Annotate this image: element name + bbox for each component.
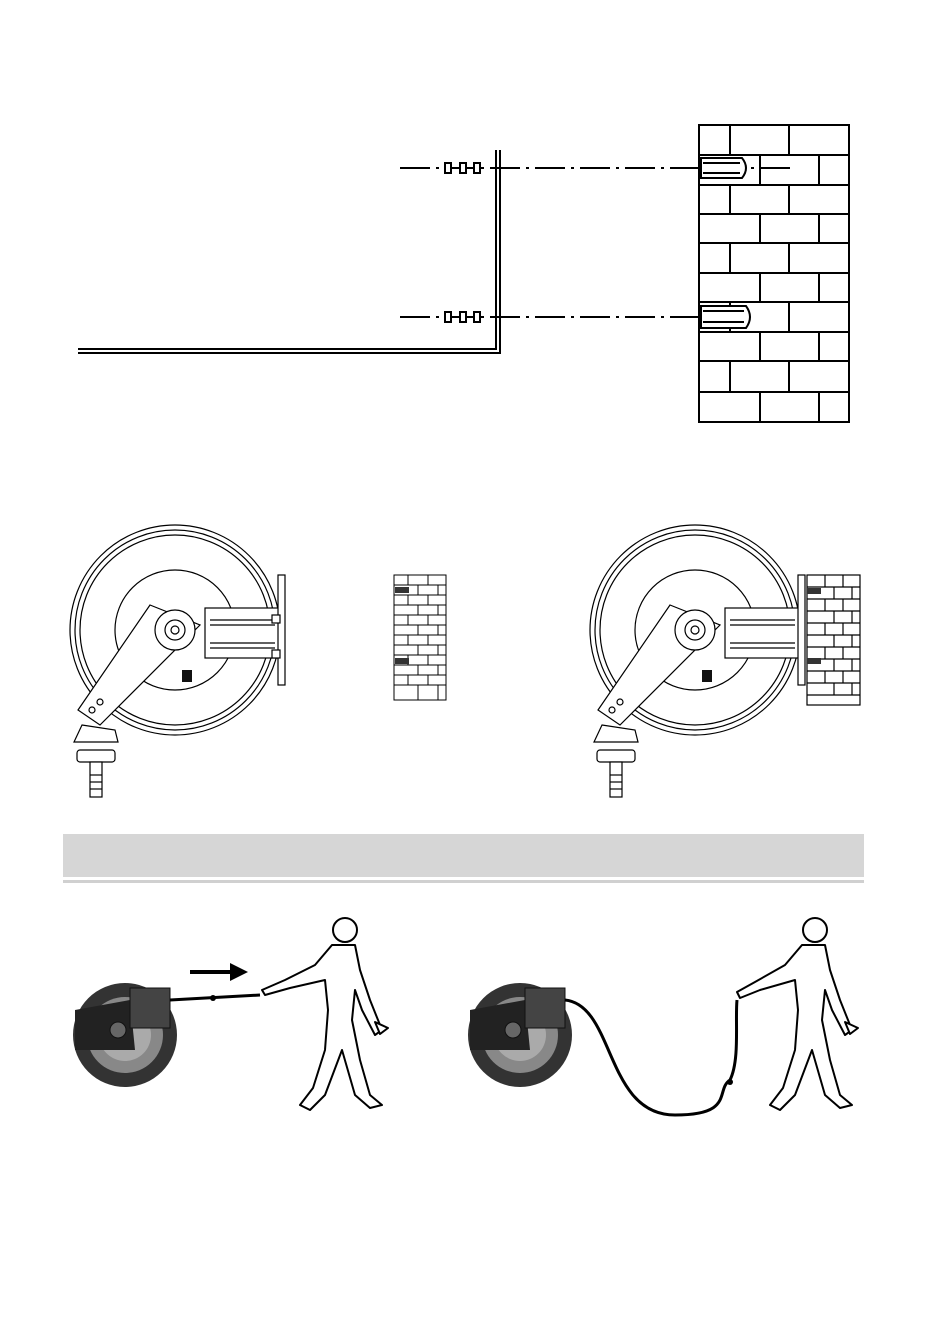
wall-mount-anchor-diagram-icon [70, 115, 860, 435]
brick-wall-with-anchors-icon [390, 570, 450, 705]
hose-reel-mounted-on-wall [585, 530, 865, 815]
hose-reel-side-view [60, 530, 310, 815]
section-divider [63, 880, 864, 883]
hose-reel-mounted-on-wall-icon [585, 530, 865, 815]
wall-mount-diagram [70, 115, 860, 435]
person-pulling-hose-straight-icon [70, 910, 410, 1120]
person-holding-slack-hose-icon [465, 910, 870, 1120]
person-pulling-hose-straight [70, 910, 410, 1120]
person-holding-slack-hose [465, 910, 870, 1120]
hose-reel-side-view-icon [60, 530, 310, 815]
section-heading-band [63, 834, 864, 877]
brick-wall-with-anchors [390, 570, 450, 705]
pull-direction-arrow-icon [190, 963, 248, 981]
